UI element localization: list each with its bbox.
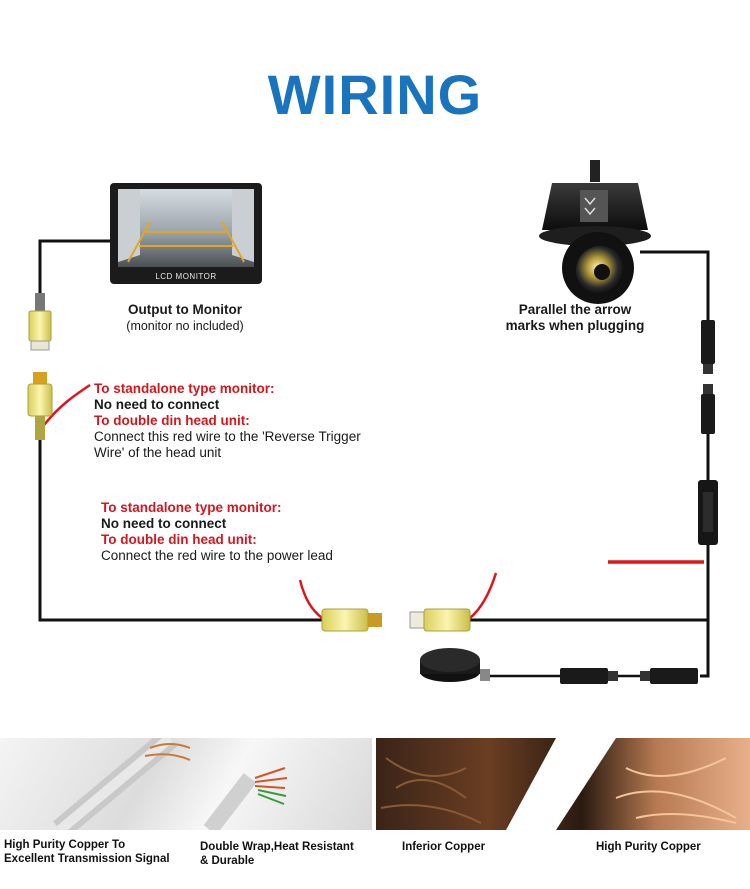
caption-double-wrap-1: Double Wrap,Heat Resistant xyxy=(200,841,354,853)
trigger-box xyxy=(420,648,490,682)
caption-high-purity-transmission-2: Excellent Transmission Signal xyxy=(4,853,170,865)
caption-double-wrap-2: & Durable xyxy=(200,855,255,867)
caption-high-purity-copper: High Purity Copper xyxy=(596,841,701,853)
power-double-din-heading: To double din head unit: xyxy=(101,532,257,547)
lcd-monitor-label: LCD MONITOR xyxy=(155,272,216,281)
copper-comparison-photo xyxy=(376,738,750,830)
monitor-note: (monitor no included) xyxy=(126,319,244,333)
plug-bottom-1 xyxy=(560,668,618,684)
monitor-caption: Output to Monitor xyxy=(128,302,242,317)
trigger-double-din-heading: To double din head unit: xyxy=(94,413,250,428)
copper-wire-photo xyxy=(0,738,372,830)
page-title: WIRING xyxy=(267,63,483,126)
rca-female-left xyxy=(28,293,52,351)
power-standalone-text: No need to connect xyxy=(101,516,227,531)
caption-inferior-copper: Inferior Copper xyxy=(402,841,486,853)
extension-plug xyxy=(701,384,715,434)
black-wires xyxy=(38,239,710,678)
backup-camera xyxy=(539,160,651,304)
copper-comparison-image xyxy=(380,738,737,830)
red-wires xyxy=(43,383,704,619)
camera-caption-line1: Parallel the arrow xyxy=(518,302,632,317)
trigger-double-din-text-2: Wire' of the head unit xyxy=(94,445,222,460)
trigger-standalone-heading: To standalone type monitor: xyxy=(94,381,275,396)
power-standalone-heading: To standalone type monitor: xyxy=(101,500,282,515)
rca-female-bottom xyxy=(409,608,471,632)
caption-high-purity-transmission-1: High Purity Copper To xyxy=(4,839,126,851)
camera-plug xyxy=(701,320,715,374)
plug-bottom-2 xyxy=(640,668,698,684)
rca-male-bottom xyxy=(321,608,382,632)
trigger-standalone-text: No need to connect xyxy=(94,397,220,412)
lcd-monitor: LCD MONITOR xyxy=(110,183,262,284)
rca-male-left xyxy=(27,372,53,440)
power-double-din-text: Connect the red wire to the power lead xyxy=(101,548,333,563)
trigger-double-din-text-1: Connect this red wire to the 'Reverse Tr… xyxy=(94,429,361,444)
junction-splitter xyxy=(698,480,718,545)
wire-bundle-image xyxy=(52,738,288,830)
camera-caption-line2: marks when plugging xyxy=(505,318,645,333)
